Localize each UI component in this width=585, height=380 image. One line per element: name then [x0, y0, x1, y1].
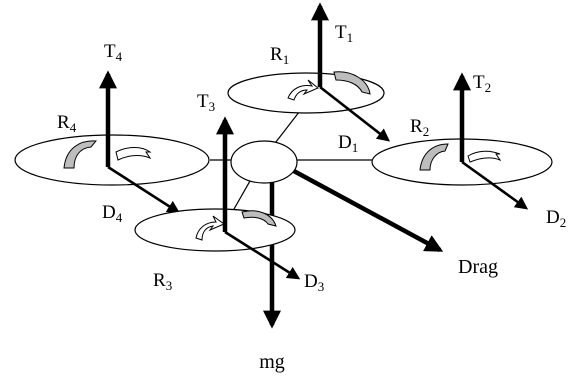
rotor-4: T4 R4 D4: [14, 41, 210, 225]
drag-4-letter: D: [102, 202, 116, 223]
rotation-3-sub: 3: [166, 278, 173, 293]
rotor-2-rotation-arrow: [419, 143, 449, 171]
rotation-3-label: R3: [153, 270, 172, 293]
weight-label: mg: [259, 351, 285, 373]
rotation-2-label: R2: [410, 116, 429, 139]
rotation-4-label: R4: [57, 112, 77, 135]
rotor-1: T1 R1 D1: [227, 2, 391, 155]
rotor-4-rotation-arrow-rear: [115, 147, 152, 161]
thrust-3-sub: 3: [209, 99, 216, 114]
drag-4-sub: 4: [116, 210, 123, 225]
rotor-2: T2 R2 D2: [371, 72, 566, 230]
rotor-3-rotation-arrow-rear: [195, 215, 226, 241]
rotor-1-rotation-arrow: [333, 71, 371, 95]
rotor-1-rotation-arrow-rear: [287, 79, 319, 101]
thrust-2-letter: T: [473, 72, 485, 93]
drag-3-label: D3: [304, 271, 324, 294]
drag-3-arrow: [224, 230, 301, 280]
body-drag-label: Drag: [458, 256, 498, 278]
drag-2-label: D2: [546, 207, 566, 230]
rotation-2-letter: R: [410, 116, 423, 137]
thrust-1-sub: 1: [347, 30, 354, 45]
thrust-4-sub: 4: [116, 49, 123, 64]
drag-1-sub: 1: [352, 140, 359, 155]
drag-2-arrow: [461, 160, 529, 210]
drag-2-letter: D: [546, 207, 560, 228]
thrust-2-sub: 2: [485, 80, 492, 95]
body-drag-arrow: [290, 168, 444, 252]
rotation-1-sub: 1: [283, 52, 290, 67]
rotation-1-letter: R: [270, 44, 283, 65]
drag-1-label: D1: [338, 132, 358, 155]
rotor-2-rotation-arrow-rear: [467, 150, 502, 163]
rotation-3-letter: R: [153, 270, 166, 291]
rotation-4-letter: R: [57, 112, 70, 133]
body-hub: [230, 140, 298, 184]
thrust-1-label: T1: [335, 22, 353, 45]
rotor-3-disk: [134, 208, 296, 252]
rotation-1-label: R1: [270, 44, 289, 67]
drag-3-letter: D: [304, 271, 318, 292]
thrust-3-letter: T: [197, 91, 209, 112]
drag-4-arrow: [107, 165, 181, 214]
thrust-4-label: T4: [104, 41, 123, 64]
rotor-4-rotation-arrow: [63, 140, 98, 169]
drag-3-sub: 3: [318, 279, 325, 294]
rotor-3-rotation-arrow: [241, 210, 277, 227]
rotor-4-disk: [14, 134, 210, 186]
drag-4-label: D4: [102, 202, 123, 225]
rotation-2-sub: 2: [423, 124, 430, 139]
body: mg Drag: [230, 140, 498, 373]
thrust-3-label: T3: [197, 91, 215, 114]
drag-1-arrow: [319, 85, 391, 142]
thrust-4-letter: T: [104, 41, 116, 62]
drag-1-letter: D: [338, 132, 352, 153]
thrust-2-label: T2: [473, 72, 491, 95]
rotation-4-sub: 4: [70, 120, 77, 135]
drag-2-sub: 2: [560, 215, 567, 230]
thrust-1-letter: T: [335, 22, 347, 43]
rotor-3: T3 R3 D3: [134, 91, 324, 294]
